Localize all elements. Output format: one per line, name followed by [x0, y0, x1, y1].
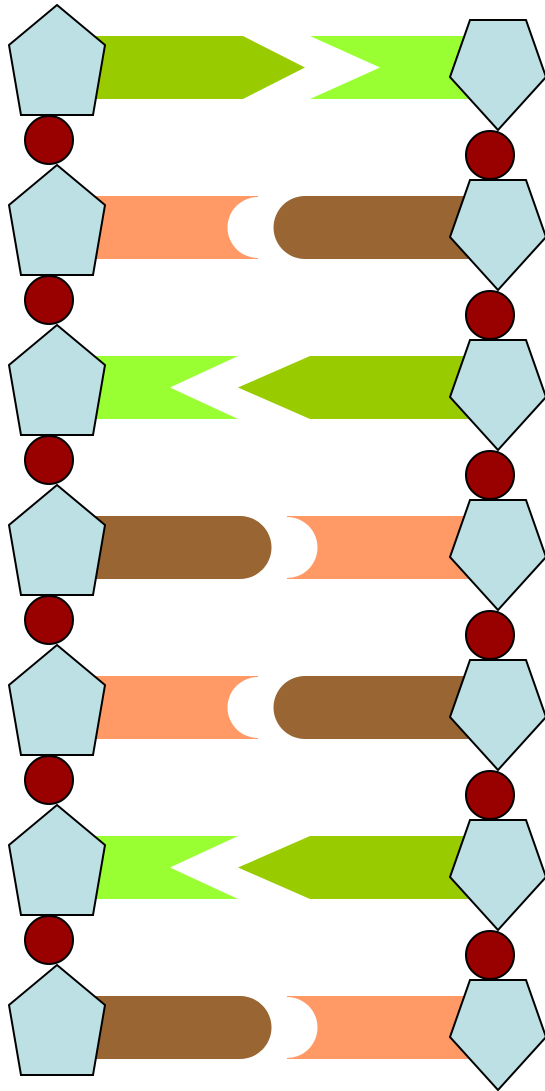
left-sugar-pentagon: [7, 643, 107, 756]
left-sugar-pentagon: [7, 483, 107, 596]
base-pairs-layer: [78, 36, 470, 1059]
base-pair-rung: [78, 196, 470, 259]
right-base-cup-orange: [287, 996, 470, 1059]
right-base-arrow-dark-green: [238, 356, 470, 419]
left-phosphate: [24, 595, 74, 645]
left-phosphate: [24, 435, 74, 485]
right-sugar-pentagon: [448, 339, 545, 452]
base-pair-rung: [78, 356, 470, 419]
left-base-round-brown: [78, 996, 272, 1059]
right-sugar-pentagon: [448, 499, 545, 612]
left-base-notch-light-green: [78, 836, 238, 899]
base-pair-rung: [78, 836, 470, 899]
left-base-round-brown: [78, 516, 272, 579]
base-pair-rung: [78, 676, 470, 739]
right-phosphate: [465, 290, 515, 340]
right-base-round-brown: [273, 676, 470, 739]
right-base-notch-light-green: [310, 36, 470, 99]
left-sugar-pentagon: [7, 163, 107, 276]
left-phosphate: [24, 915, 74, 965]
left-phosphate: [24, 275, 74, 325]
left-strand: [7, 3, 107, 1076]
left-base-cup-orange: [78, 196, 258, 259]
base-pair-rung: [78, 516, 470, 579]
left-sugar-pentagon: [7, 323, 107, 436]
right-sugar-pentagon: [448, 179, 545, 292]
right-base-cup-orange: [287, 516, 470, 579]
right-base-round-brown: [273, 196, 470, 259]
right-base-arrow-dark-green: [238, 836, 470, 899]
left-phosphate: [24, 115, 74, 165]
left-sugar-pentagon: [7, 3, 107, 116]
right-sugar-pentagon: [448, 979, 545, 1091]
backbone-layer: [7, 3, 545, 1091]
left-phosphate: [24, 755, 74, 805]
right-phosphate: [465, 450, 515, 500]
right-sugar-pentagon: [448, 819, 545, 932]
base-pair-rung: [78, 996, 470, 1059]
left-sugar-pentagon: [7, 803, 107, 916]
right-phosphate: [465, 610, 515, 660]
right-strand: [448, 19, 545, 1091]
left-sugar-pentagon: [7, 963, 107, 1076]
right-phosphate: [465, 130, 515, 180]
right-sugar-pentagon: [448, 659, 545, 772]
right-phosphate: [465, 770, 515, 820]
left-base-arrow-dark-green: [78, 36, 305, 99]
right-phosphate: [465, 930, 515, 980]
left-base-notch-light-green: [78, 356, 238, 419]
base-pair-rung: [78, 36, 470, 99]
left-base-cup-orange: [78, 676, 258, 739]
right-sugar-pentagon: [448, 19, 545, 132]
